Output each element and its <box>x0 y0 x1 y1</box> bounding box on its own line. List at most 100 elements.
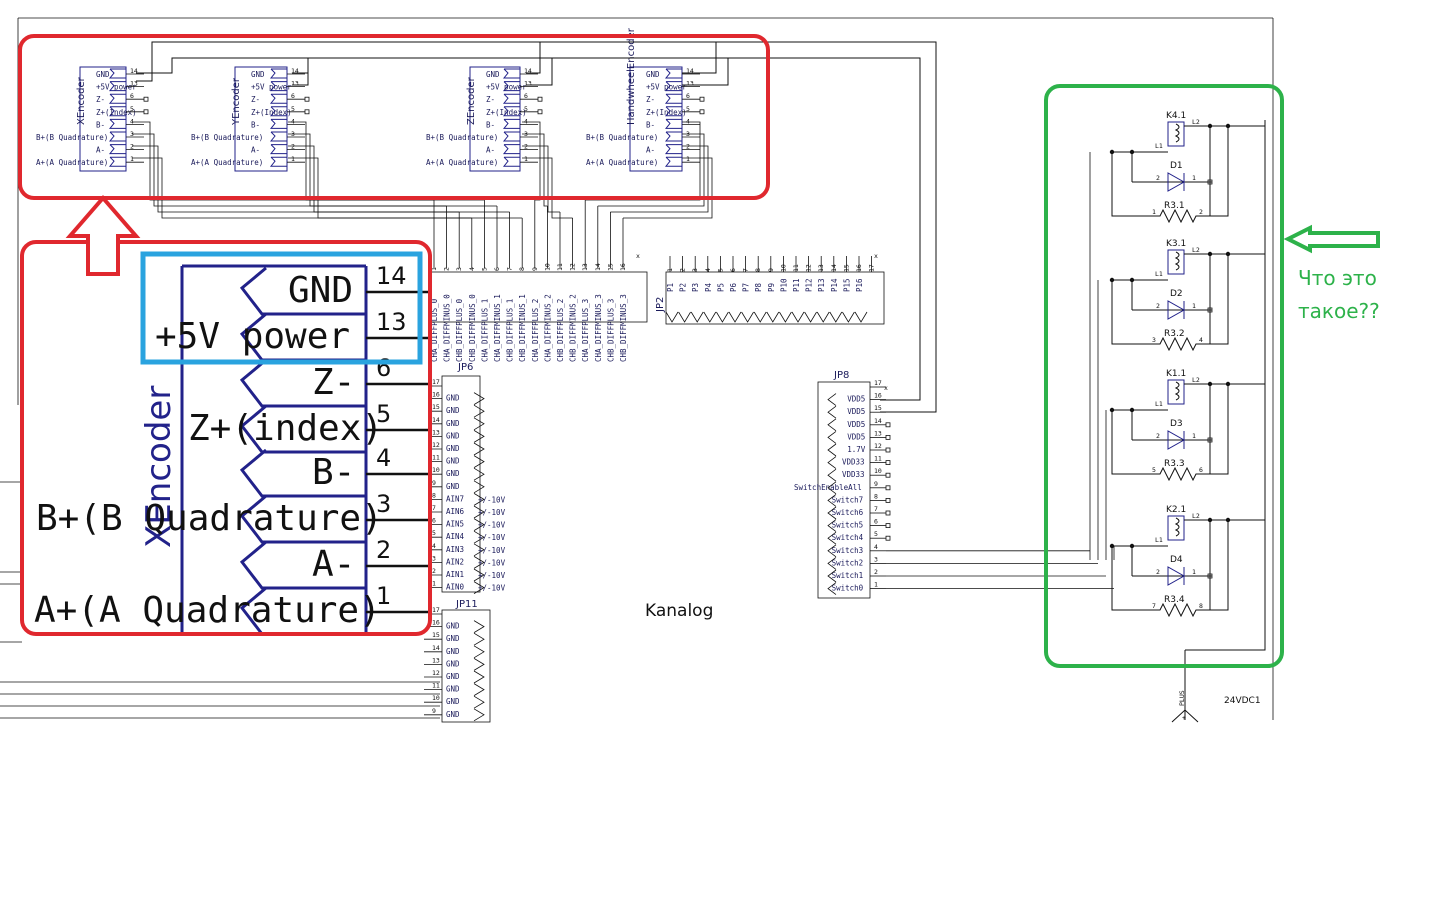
pin-number: 1 <box>130 155 134 163</box>
jp2-pin-label: P8 <box>754 282 763 292</box>
pin-number: 13 <box>291 80 299 88</box>
pin-number: 1 <box>291 155 295 163</box>
jp8-pin-label: 1.7V <box>847 445 866 454</box>
diode-pin: 2 <box>1156 432 1160 440</box>
relay-winding <box>1174 251 1180 271</box>
jp11-pin-label: GND <box>446 659 460 668</box>
zoom-pin-shape <box>239 266 366 316</box>
resistor-pin: 1 <box>1152 208 1156 216</box>
jp11-pin-number: 12 <box>432 669 440 677</box>
pin-shape <box>502 106 521 117</box>
zoom-pin-label: Z+(index) <box>188 408 383 449</box>
nc-terminal <box>885 422 891 428</box>
diode-body <box>1167 566 1186 586</box>
jp6-range-label: +/-10V <box>478 521 506 530</box>
junction <box>1207 251 1213 257</box>
junction <box>1109 149 1115 155</box>
pin-shape <box>502 81 521 92</box>
junction <box>1109 277 1115 283</box>
pin-number: 1 <box>686 155 690 163</box>
jp6-pin-label: AIN1 <box>446 570 464 579</box>
pin-number: 2 <box>686 143 690 151</box>
diode-pin: 2 <box>1156 302 1160 310</box>
bus-pin-number: 12 <box>569 263 577 271</box>
jp8-pin-label: Switch2 <box>832 558 864 567</box>
jp8-pin-shape <box>827 405 837 419</box>
bus-pin-number: 14 <box>594 263 602 271</box>
jp6-pin-number: 11 <box>432 454 440 462</box>
relay-return <box>1210 254 1229 345</box>
relay-winding <box>1174 381 1180 401</box>
diode-body <box>1167 172 1186 192</box>
diode-name: D4 <box>1170 555 1183 565</box>
bus-signal-label: CHA_DIFFPLUS_2 <box>531 299 540 362</box>
jp2-pin-number: 14 <box>830 264 838 272</box>
bus-pin-number: 16 <box>619 263 627 271</box>
jp8-pin-shape <box>827 481 837 495</box>
resistor-pin: 7 <box>1152 602 1156 610</box>
relay-return <box>1210 126 1229 217</box>
pin-number: 4 <box>524 117 528 125</box>
bus-signal-label: CHA_DIFFPLUS_0 <box>430 298 439 362</box>
nc-terminal <box>885 434 891 440</box>
pin-shape <box>269 156 288 167</box>
pin-label: GND <box>251 70 265 79</box>
bus-signal-label: CHA_DIFFMINUS_0 <box>443 294 452 362</box>
jp11-pin-label: GND <box>446 697 460 706</box>
relay-return <box>1210 384 1229 475</box>
green-left-arrow <box>1283 224 1380 254</box>
jp6-pin-number: 16 <box>432 391 440 399</box>
jp6-pin-number: 7 <box>432 504 436 512</box>
diode-pin: 1 <box>1192 302 1196 310</box>
jp2-pin-shape <box>716 311 729 323</box>
pin-shape <box>269 81 288 92</box>
bus-route <box>522 133 548 207</box>
resistor-pin: 4 <box>1199 336 1203 344</box>
nc-terminal <box>885 535 891 541</box>
zoom-pin-label: A- <box>312 544 355 585</box>
pin-shape <box>108 81 127 92</box>
jp2-pin-shape <box>854 311 868 323</box>
jp6-range-label: +/-10V <box>478 508 506 517</box>
jp6-pin-number: 6 <box>432 517 436 525</box>
pin-number: 14 <box>686 67 694 75</box>
nc-terminal <box>885 523 891 528</box>
relay-coil <box>1167 379 1185 405</box>
jp8-pin-number: 17 <box>874 379 882 387</box>
jp6-pin-label: AIN4 <box>446 532 465 541</box>
bus-route <box>288 133 497 207</box>
jp2-pin-number: 2 <box>679 268 687 272</box>
jp2-pin-shape <box>804 311 817 323</box>
diode-name: D3 <box>1170 419 1183 429</box>
relay-name: K2.1 <box>1166 505 1186 515</box>
pin-label: Z+(Index) <box>646 108 687 117</box>
jp6-pin-shape <box>473 480 485 494</box>
jp6-pin-label: AIN2 <box>446 557 464 566</box>
pin-number: 14 <box>524 67 532 75</box>
jp2-pin-number: 15 <box>842 264 850 272</box>
jp11-pin-number: 10 <box>432 694 440 702</box>
bus-signal-label: CHA_DIFFPLUS_1 <box>480 299 489 362</box>
coil-pin-l2: L2 <box>1192 118 1200 126</box>
pin-shape <box>502 93 521 104</box>
jp8-pin-label: Switch7 <box>832 495 864 504</box>
jp8-pin-shape <box>827 456 837 469</box>
bus-signal-label: CHB_DIFFPLUS_2 <box>556 299 565 362</box>
jp6-pin-label: AIN5 <box>446 520 464 529</box>
pin-number: 6 <box>130 92 134 100</box>
jp2-pin-label: P14 <box>830 278 839 292</box>
power-symbol: PLUS + 24VDC1 <box>1171 120 1266 723</box>
jp2-pin-label: P1 <box>666 283 675 292</box>
jp11-pin-shape <box>473 708 485 722</box>
jp2-pin-label: P3 <box>691 283 700 292</box>
bus-pin-number: 4 <box>468 267 476 271</box>
jp8-pin-label: VDD5 <box>847 407 865 416</box>
zoom-pin-number: 13 <box>376 308 407 336</box>
relay-wire <box>1184 125 1211 216</box>
pin-label: GND <box>96 70 110 79</box>
jp6-pin-shape <box>473 442 485 456</box>
jp6-pin-shape <box>473 392 485 405</box>
jp8-pin-label: VDD5 <box>847 395 865 404</box>
